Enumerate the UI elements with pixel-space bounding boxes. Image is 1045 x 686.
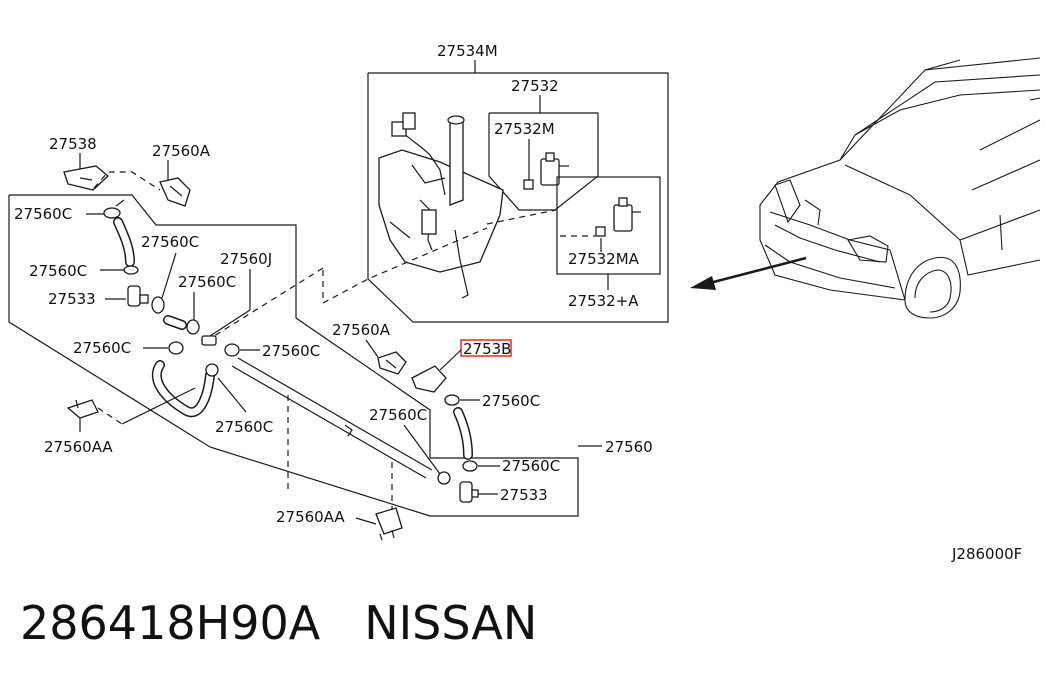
leader-27560AA-2 [355, 517, 377, 525]
clamp-icon-7 [205, 363, 219, 377]
washer-pump-ma-icon [595, 197, 641, 237]
label-27560C-7[interactable]: 27560C [482, 392, 540, 410]
direction-arrow-line [697, 256, 807, 288]
tank-assembly-frame [367, 72, 669, 323]
hose-assembly-frame [8, 194, 579, 517]
label-27560C-10[interactable]: 27560C [502, 457, 560, 475]
clamp-icon-6 [224, 343, 240, 357]
label-27560C-8[interactable]: 27560C [369, 406, 427, 424]
part-caption: 286418H90A NISSAN [20, 596, 537, 650]
label-27560C-6[interactable]: 27560C [262, 342, 320, 360]
washer-tank-icon [378, 112, 504, 299]
label-27533-1[interactable]: 27533 [48, 290, 96, 308]
label-27532MA[interactable]: 27532MA [568, 250, 640, 268]
label-27560[interactable]: 27560 [605, 438, 653, 456]
leader-27560C-8 [403, 424, 441, 475]
label-27560C-2[interactable]: 27560C [141, 233, 199, 251]
label-27560A-top[interactable]: 27560A [152, 142, 211, 160]
highlight-box [460, 339, 512, 357]
label-27560C-5[interactable]: 27560C [73, 339, 131, 357]
vehicle-illustration [759, 57, 1041, 319]
label-27534M[interactable]: 27534M [437, 42, 498, 60]
label-27532[interactable]: 27532 [511, 77, 559, 95]
label-27560C-4[interactable]: 27560C [178, 273, 236, 291]
label-27560J[interactable]: 27560J [220, 250, 272, 268]
direction-arrow-head [690, 276, 716, 290]
clip-27560A-mid-icon [377, 351, 407, 375]
label-27533-2[interactable]: 27533 [500, 486, 548, 504]
dash-nozzle-clip [93, 171, 161, 191]
label-27538[interactable]: 27538 [49, 135, 97, 153]
clamp-icon-10 [462, 460, 478, 472]
dash-hose-joint [202, 267, 324, 344]
bracket-line-1 [121, 387, 196, 425]
label-27532A[interactable]: 27532+A [568, 292, 639, 310]
label-27560AA-1[interactable]: 27560AA [44, 438, 113, 456]
clip-27560A-top-icon [159, 177, 191, 207]
label-27560AA-2[interactable]: 27560AA [276, 508, 345, 526]
main-hose-edge-a [237, 357, 433, 471]
leader-27560C-2 [161, 252, 177, 299]
bracket-27560AA-1-icon [66, 399, 99, 419]
dash-tank-pump [486, 209, 557, 225]
leader-27560A-mid [365, 339, 379, 358]
brand-name: NISSAN [364, 596, 538, 650]
main-hose-break [344, 424, 353, 437]
leader-27560J-b [209, 309, 251, 337]
clamp-icon-8 [444, 394, 460, 406]
bracket-27560AA-2-icon [375, 507, 403, 541]
dash-bracket-1 [97, 407, 123, 425]
clamp-icon-9 [437, 471, 451, 485]
clamp-icon-3 [123, 265, 139, 275]
clamp-icon-2 [151, 296, 165, 314]
label-27560C-3[interactable]: 27560C [29, 262, 87, 280]
label-27560C-9[interactable]: 27560C [215, 418, 273, 436]
label-27532M[interactable]: 27532M [494, 120, 555, 138]
washer-pump-icon [523, 152, 569, 190]
label-27560C-1[interactable]: 27560C [14, 205, 72, 223]
leader-27560C-9 [217, 377, 247, 413]
tank-assembly-group: 27534M 27532 27532M 27532MA 27532+A [367, 42, 669, 323]
label-27560A-mid[interactable]: 27560A [332, 321, 391, 339]
diagram-code: J286000F [951, 545, 1022, 563]
washer-nozzle-icon [63, 165, 109, 191]
check-valve-icon-1 [127, 285, 149, 307]
check-valve-icon-2 [459, 481, 479, 503]
clamp-icon-4 [186, 319, 200, 335]
leader-2753B [439, 349, 462, 371]
main-hose-edge-b [231, 365, 427, 479]
dash-tank-hose [322, 227, 488, 304]
joint-connector-icon [201, 335, 217, 346]
clamp-icon-5 [168, 341, 184, 355]
clamp-icon-1 [103, 199, 125, 219]
part-number: 286418H90A [20, 596, 321, 650]
label-2753B[interactable]: 2753B [463, 340, 511, 358]
washer-nozzle-2-icon [411, 365, 447, 393]
